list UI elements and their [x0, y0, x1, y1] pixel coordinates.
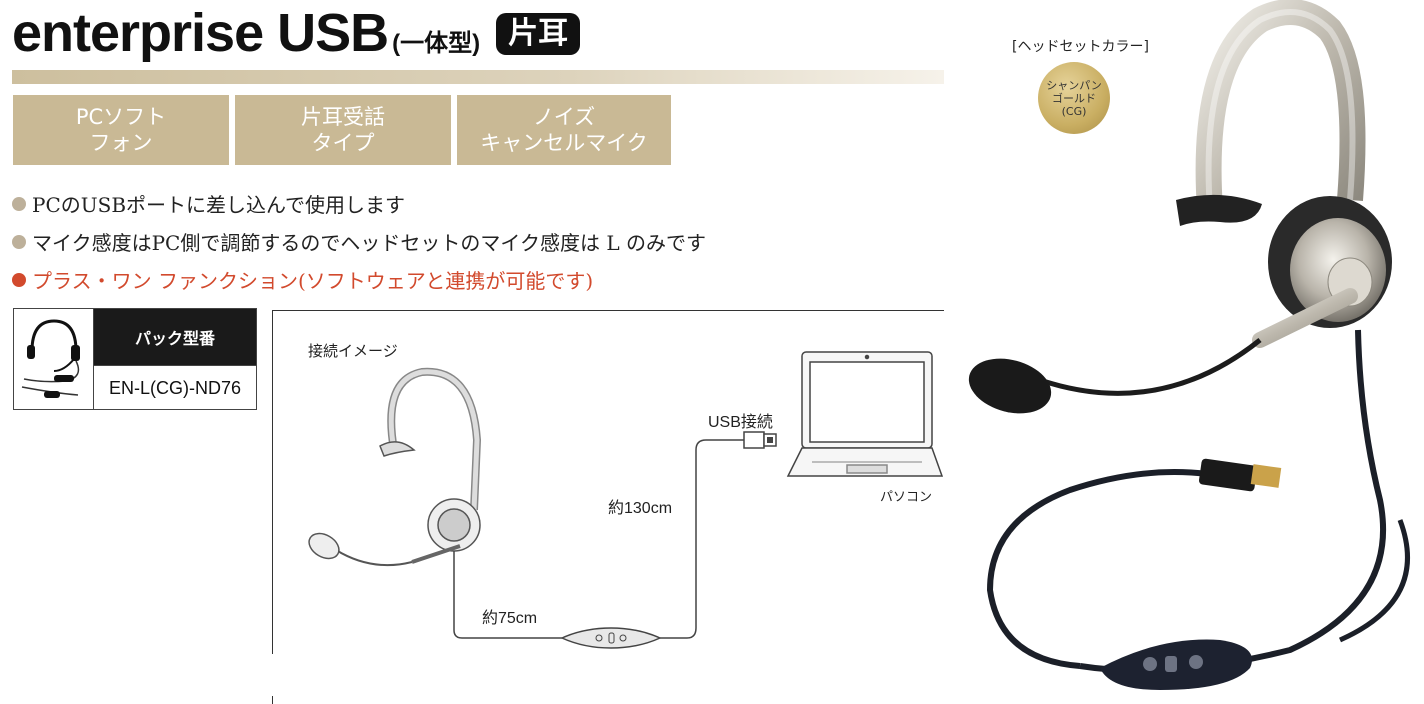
one-ear-badge: 片耳: [496, 13, 581, 55]
headset-color-label: [ヘッドセットカラー]: [1012, 39, 1149, 55]
pack-model-number: EN-L(CG)-ND76: [94, 365, 256, 410]
diagram-inline-control: [560, 627, 662, 649]
pack-table-header: パック型番: [94, 309, 256, 365]
diagram-laptop: [786, 351, 944, 477]
tag-line: 片耳受話: [301, 105, 385, 129]
color-swatch: シャンパン ゴールド (CG): [1038, 62, 1110, 134]
bullet-text: PCのUSBポートに差し込んで使用します: [32, 193, 406, 217]
tag-line: PCソフト: [75, 105, 167, 129]
bullet-item-highlight: プラス・ワン ファンクション(ソフトウェアと連携が可能です): [12, 265, 593, 294]
bullet-dot-icon: [12, 273, 26, 287]
swatch-text: (CG): [1061, 104, 1087, 118]
tag-line: タイプ: [311, 131, 375, 155]
pack-table: パック型番 EN-L(CG)-ND76: [13, 308, 257, 410]
cable-length-long: 約130cm: [608, 500, 673, 517]
feature-tag-noise-cancel: ノイズ キャンセルマイク: [457, 95, 671, 165]
title-underline: [12, 70, 944, 84]
diagram-title: 接続イメージ: [308, 342, 398, 360]
bullet-text: マイク感度はPC側で調節するのでヘッドセットのマイク感度は L のみです: [32, 231, 706, 255]
tag-line: ノイズ: [532, 105, 596, 129]
title-sub: (一体型): [392, 30, 481, 57]
diagram-headset: [308, 367, 744, 639]
bullet-dot-icon: [12, 197, 26, 211]
swatch-text: シャンパン: [1046, 78, 1102, 92]
connection-diagram: 接続イメージ USB接続 パソコン 約130cm 約75cm: [272, 310, 944, 704]
usb-connection-label: USB接続: [708, 414, 773, 431]
page-title: enterprise USB(一体型) 片耳: [12, 2, 581, 72]
tag-line: フォン: [89, 131, 153, 155]
title-main: enterprise USB: [12, 3, 389, 63]
diagram-lines: [272, 310, 944, 704]
swatch-text: ゴールド: [1052, 91, 1096, 105]
product-photo: [968, 0, 1410, 690]
diagram-usb-plug: [743, 431, 777, 449]
bullet-item: マイク感度はPC側で調節するのでヘッドセットのマイク感度は L のみです: [12, 227, 706, 256]
bullet-text: プラス・ワン ファンクション(ソフトウェアと連携が可能です): [32, 269, 594, 293]
tag-line: キャンセルマイク: [480, 131, 648, 155]
pc-label: パソコン: [880, 490, 933, 505]
bullet-dot-icon: [12, 235, 26, 249]
headset-icon: [21, 319, 80, 398]
feature-tag-softphone: PCソフト フォン: [13, 95, 229, 165]
feature-tag-one-ear: 片耳受話 タイプ: [235, 95, 451, 165]
cable-length-short: 約75cm: [482, 610, 538, 627]
headset-thumbnail: [14, 309, 94, 409]
bullet-item: PCのUSBポートに差し込んで使用します: [12, 189, 405, 218]
